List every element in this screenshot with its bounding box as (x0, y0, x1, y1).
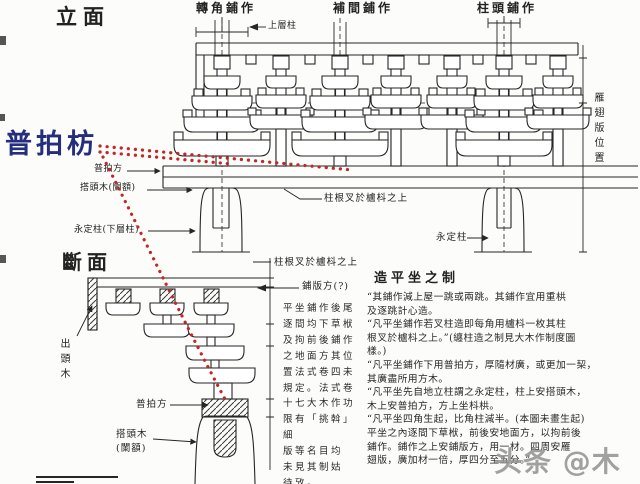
elevation-title: 立面 (56, 4, 110, 29)
label-puban-fang-elev: 普拍方 (94, 164, 123, 174)
scan-marks (0, 36, 6, 263)
note-line: 待攷。 (283, 477, 320, 484)
note-line: 及拘前後鋪作 (283, 334, 356, 346)
passage-line: “凡平坐先自地立柱謂之永定柱，柱上安搭頭木， (367, 387, 587, 399)
passage-line: “凡平坐鋪作下用普拍方，厚隨材廣，或更加一栔， (367, 359, 597, 371)
section-drawing (36, 258, 299, 484)
passage-line: 翅版，廣加材一倍，厚四分至五分。” (367, 455, 531, 467)
note-line: 版等名目均 (283, 446, 344, 458)
passage-heading: 造平坐之制 (374, 271, 460, 286)
passage-line: 及逐跳計心造。 (367, 305, 439, 317)
passage-line: 樣。) (367, 346, 387, 358)
passage-line: 鋪作。鋪作之上安鋪版方，用一材。四周安雁 (367, 441, 571, 453)
annotation-puban-fang: 普拍枋 (5, 129, 98, 160)
passage-line: 根叉於櫨枓之上。”(纏柱造之制見大木作制度圖 (367, 332, 576, 344)
passage-line: “凡平坐鋪作若叉柱造即每角用櫨枓一枚其柱 (367, 319, 567, 331)
passage-line: “其鋪作減上屋一跳或兩跳。其鋪作宜用重栱 (367, 292, 567, 303)
label-column-top-bracket-set: 柱頭鋪作 (477, 1, 538, 15)
note-line: 置法式卷四未 (283, 366, 356, 378)
note-line: 逐間均下草栿 (283, 318, 356, 330)
label-datou-mu-note: (闌額) (116, 443, 147, 454)
label-puban-fang-section: 普拍方 (136, 399, 168, 410)
toutiao-watermark: 头条 @木界 (494, 445, 621, 478)
label-goose-wing-board: 雁翅版位置 (592, 92, 603, 167)
label-datou-mu-elev: 搭頭木(闌額) (80, 183, 136, 193)
passage-line: “凡平坐四角生起，比角柱減半。(本圖未畫生起) (367, 414, 585, 426)
label-puban-fang-query: 鋪版方(?) (302, 281, 350, 292)
passage-line: 其廣盡所用方木。 (367, 373, 449, 385)
label-yongding-zhu-right: 永定柱 (436, 232, 468, 243)
note-line: 平坐鋪作後尾 (283, 303, 356, 314)
elevation-drawing (127, 16, 638, 253)
label-upper-column: 上層柱 (268, 21, 297, 31)
label-column-root-section: 柱根叉於櫨枓之上 (274, 257, 359, 268)
note-line: 之地面方其位 (283, 350, 356, 362)
passage-line: 木上安普拍方，方上坐枓栱。 (367, 400, 500, 412)
note-line: 限有「挑斡」細 (283, 414, 356, 442)
note-column: 平坐鋪作後尾 逐間均下草栿 及拘前後鋪作 之地面方其位 置法式卷四未 規定。法式… (283, 301, 365, 484)
passage-line: 平坐之內逐間下草栿，前後安地面方，以拘前後 (367, 427, 582, 439)
section-title: 斷面 (62, 250, 112, 274)
note-line: 十七大木作功 (283, 398, 356, 410)
label-column-root-elev: 柱根叉於櫨枓之上 (324, 193, 409, 204)
passage-text: “其鋪作減上屋一跳或兩跳。其鋪作宜用重栱 及逐跳計心造。 “凡平坐鋪作若叉柱造即… (367, 291, 639, 468)
note-line: 未見其制姑 (283, 462, 344, 474)
label-chutou-mu: 出頭木 (58, 338, 69, 383)
label-intermediate-bracket-set: 補間鋪作 (333, 1, 394, 15)
label-corner-bracket-set: 轉角鋪作 (196, 1, 257, 15)
label-yongding-zhu-lower: 永定柱(下層柱) (74, 225, 140, 235)
label-datou-mu-section: 搭頭木 (116, 429, 148, 440)
note-line: 規定。法式卷 (283, 382, 356, 394)
